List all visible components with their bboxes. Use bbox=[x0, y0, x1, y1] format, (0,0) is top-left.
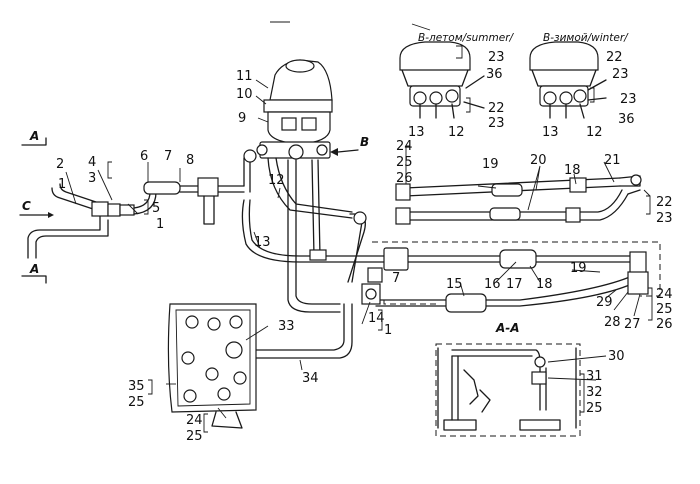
callout-27: 27 bbox=[624, 317, 641, 332]
callout-23: 23 bbox=[656, 211, 673, 226]
callout-9: 9 bbox=[238, 111, 246, 126]
callout-1c: 1 bbox=[384, 323, 392, 338]
callout-4: 4 bbox=[88, 155, 96, 170]
callout-winter-23a: 23 bbox=[612, 67, 629, 82]
callout-summer-36: 36 bbox=[486, 67, 503, 82]
leader-lines bbox=[65, 23, 651, 419]
callout-26a: 26 bbox=[396, 171, 413, 186]
callout-21: 21 bbox=[604, 153, 621, 168]
summer-pump-inset bbox=[399, 41, 485, 119]
callout-32: 32 bbox=[586, 385, 603, 400]
heading-winter: В-зимой/winter/ bbox=[543, 32, 629, 44]
heading-section-aa: А-А bbox=[495, 321, 520, 335]
callout-summer-13: 13 bbox=[408, 125, 425, 140]
callout-7a: 7 bbox=[164, 149, 172, 164]
callout-winter-22: 22 bbox=[606, 50, 623, 65]
callout-15: 15 bbox=[446, 277, 463, 292]
callout-14: 14 bbox=[368, 311, 385, 326]
callout-6: 6 bbox=[140, 149, 148, 164]
callout-24a: 24 bbox=[396, 139, 413, 154]
callout-labels: 11 10 9 23 36 22 23 13 12 22 23 23 36 13… bbox=[56, 50, 673, 444]
callout-8: 8 bbox=[186, 153, 194, 168]
svg-text:А: А bbox=[29, 262, 39, 276]
callout-19b: 19 bbox=[570, 261, 587, 276]
callout-22: 22 bbox=[656, 195, 673, 210]
callout-28: 28 bbox=[604, 315, 621, 330]
callout-1b: 1 bbox=[156, 217, 164, 232]
callout-25c: 25 bbox=[128, 395, 145, 410]
callout-25b: 25 bbox=[656, 302, 673, 317]
heading-summer: В-летом/summer/ bbox=[418, 32, 515, 44]
callout-33: 33 bbox=[278, 319, 295, 334]
callout-25a: 25 bbox=[396, 155, 413, 170]
callout-25d: 25 bbox=[186, 429, 203, 444]
view-arrow-b: В bbox=[330, 135, 369, 156]
callout-25e: 25 bbox=[586, 401, 603, 416]
callout-19a: 19 bbox=[482, 157, 499, 172]
section-marker-c: С bbox=[19, 199, 54, 218]
callout-1a: 1 bbox=[58, 177, 66, 192]
winter-pump-inset bbox=[529, 41, 607, 119]
section-marker-a-top: А bbox=[21, 129, 47, 146]
callout-summer-23a: 23 bbox=[488, 50, 505, 65]
callout-17: 17 bbox=[506, 277, 523, 292]
callout-26b: 26 bbox=[656, 317, 673, 332]
callout-12: 12 bbox=[268, 173, 285, 188]
dashed-outlines bbox=[372, 241, 661, 437]
callout-31: 31 bbox=[586, 369, 603, 384]
engine-block bbox=[167, 303, 257, 429]
callout-10: 10 bbox=[236, 87, 253, 102]
callout-summer-12: 12 bbox=[448, 125, 465, 140]
section-marker-a-bottom: А bbox=[21, 262, 47, 284]
callout-winter-12: 12 bbox=[586, 125, 603, 140]
callout-summer-23b: 23 bbox=[488, 116, 505, 131]
svg-text:В: В bbox=[360, 135, 369, 149]
callout-24b: 24 bbox=[656, 287, 673, 302]
callout-24c: 24 bbox=[186, 413, 203, 428]
callout-winter-23b: 23 bbox=[620, 92, 637, 107]
callout-29: 29 bbox=[596, 295, 613, 310]
callout-34: 34 bbox=[302, 371, 319, 386]
callout-brackets bbox=[107, 21, 653, 433]
pipe-network bbox=[27, 149, 649, 359]
callout-winter-36: 36 bbox=[618, 112, 635, 127]
svg-text:А: А bbox=[29, 129, 39, 143]
callout-5: 5 bbox=[152, 201, 160, 216]
svg-text:С: С bbox=[22, 199, 31, 213]
callout-16: 16 bbox=[484, 277, 501, 292]
callout-11: 11 bbox=[236, 69, 253, 84]
callout-13: 13 bbox=[254, 235, 271, 250]
callout-30: 30 bbox=[608, 349, 625, 364]
section-aa-detail bbox=[437, 347, 577, 431]
callout-7b: 7 bbox=[392, 271, 400, 286]
callout-summer-22: 22 bbox=[488, 101, 505, 116]
callout-2: 2 bbox=[56, 157, 64, 172]
callout-18b: 18 bbox=[536, 277, 553, 292]
callout-18a: 18 bbox=[564, 163, 581, 178]
callout-20: 20 bbox=[530, 153, 547, 168]
callout-3: 3 bbox=[88, 171, 96, 186]
callout-35: 35 bbox=[128, 379, 145, 394]
main-pump-reservoir bbox=[256, 59, 333, 160]
callout-winter-13: 13 bbox=[542, 125, 559, 140]
